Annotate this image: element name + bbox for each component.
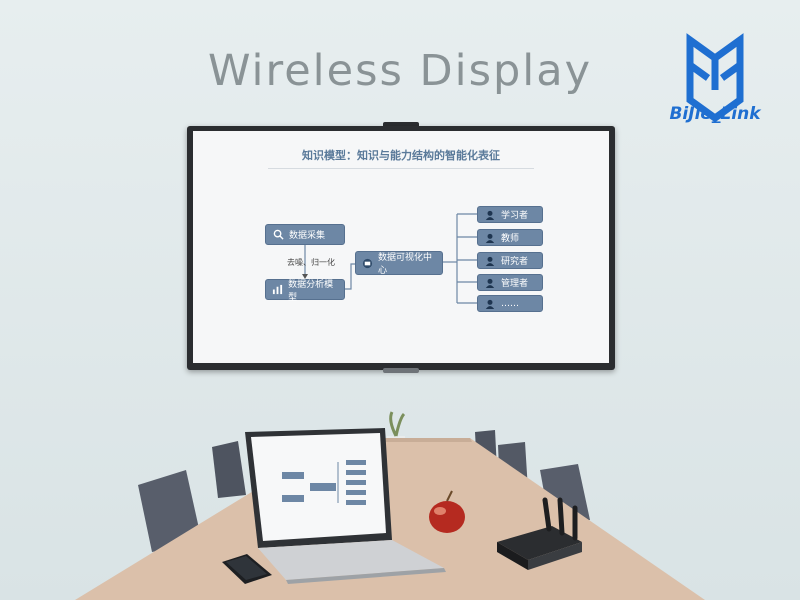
search-icon xyxy=(272,229,284,241)
wireless-display-box xyxy=(497,497,582,570)
role-item: …… xyxy=(477,295,543,312)
smartphone xyxy=(222,554,272,584)
edge-label: 去噪、归一化 xyxy=(287,258,335,267)
role-item: 教师 xyxy=(477,229,543,246)
role-label: 学习者 xyxy=(501,211,529,221)
user-icon xyxy=(484,209,496,221)
brand-name: BiJie_Link xyxy=(669,104,761,124)
bar-chart-icon xyxy=(272,284,283,296)
user-icon xyxy=(484,298,496,310)
chair-back-left xyxy=(138,441,246,552)
folder-icon xyxy=(362,257,373,269)
brand-logo-icon xyxy=(686,33,744,123)
laptop xyxy=(245,428,446,584)
node-label: 数据分析模型 xyxy=(288,279,334,303)
role-label: 管理者 xyxy=(501,279,529,289)
role-label: 研究者 xyxy=(501,257,529,267)
role-label: 教师 xyxy=(501,234,520,244)
user-icon xyxy=(484,277,496,289)
tv-screen: 知识模型：知识与能力结构的智能化表征 数据采集 去噪、归一化 xyxy=(193,131,609,363)
role-item: 研究者 xyxy=(477,252,543,269)
television: 知识模型：知识与能力结构的智能化表征 数据采集 去噪、归一化 xyxy=(187,126,615,370)
user-icon xyxy=(484,255,496,267)
slide-title-rule xyxy=(268,168,534,169)
apple xyxy=(429,490,465,533)
node-data-collect: 数据采集 xyxy=(265,224,345,245)
role-item: 学习者 xyxy=(477,206,543,223)
node-label: 数据采集 xyxy=(289,231,326,241)
node-label: 数据可视化中心 xyxy=(378,253,433,276)
slide-connectors xyxy=(302,213,477,304)
node-data-center: 数据可视化中心 xyxy=(355,251,443,276)
role-item: 管理者 xyxy=(477,274,543,291)
node-data-model: 数据分析模型 xyxy=(265,279,345,303)
tv-logo-strip xyxy=(383,368,419,373)
tv-camera-bar xyxy=(383,122,419,128)
role-label: …… xyxy=(501,298,519,309)
user-icon xyxy=(484,232,496,244)
slide-title: 知识模型：知识与能力结构的智能化表征 xyxy=(302,149,500,162)
headline: Wireless Display xyxy=(207,46,593,96)
